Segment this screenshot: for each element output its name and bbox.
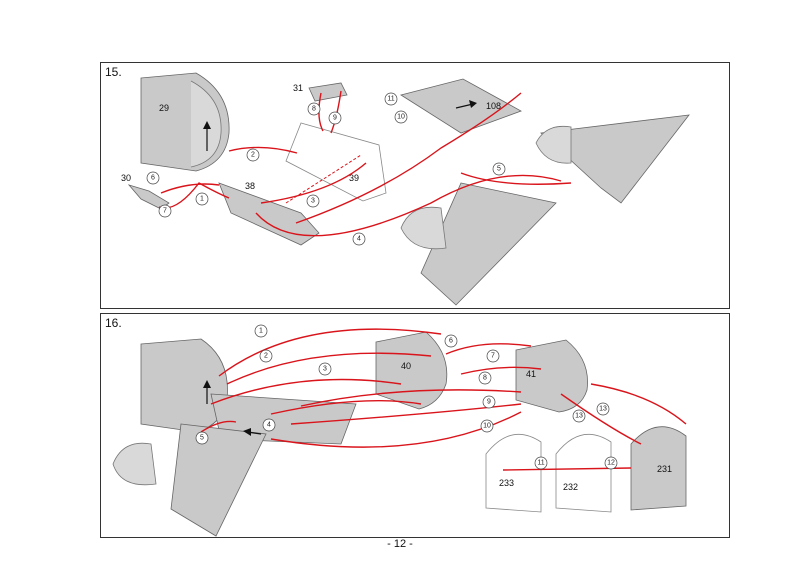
svg-text:6: 6 [151,175,155,182]
svg-text:4: 4 [357,236,361,243]
svg-text:8: 8 [483,375,487,382]
step-number: 16. [105,316,122,330]
part-label: 38 [245,181,255,191]
connector-9: 9 [482,395,496,409]
part-231: 231 [630,426,687,511]
connector-1: 1 [254,324,268,338]
connector-11: 11 [534,456,548,470]
connector-13a: 13 [572,409,586,423]
connector-9: 9 [328,111,342,125]
connector-5: 5 [195,431,209,445]
step-number: 15. [105,65,122,79]
part-label: 232 [563,482,578,492]
connector-4: 4 [352,232,366,246]
part-39: 39 [285,122,387,202]
step-16-panel: 16. 40 41 233 232 [100,313,730,538]
wing-left [400,182,557,306]
part-label: 41 [526,369,536,379]
part-label: 231 [657,464,672,474]
connector-7: 7 [486,349,500,363]
part-31: 31 [293,82,348,102]
part-label: 39 [349,173,359,183]
connector-5: 5 [492,162,506,176]
svg-text:1: 1 [259,328,263,335]
connector-10: 10 [394,110,408,124]
svg-text:1: 1 [200,196,204,203]
connector-3: 3 [318,362,332,376]
part-41: 41 [515,339,588,413]
page-number: - 12 - [387,538,413,550]
step-15-diagram: 29 30 31 38 39 108 [121,72,690,306]
wing-right [535,114,690,204]
svg-text:13: 13 [575,413,583,420]
connector-6: 6 [146,171,160,185]
part-label: 30 [121,173,131,183]
svg-text:5: 5 [200,435,204,442]
part-232: 232 [555,434,612,513]
svg-text:10: 10 [483,423,491,430]
svg-text:6: 6 [449,338,453,345]
svg-text:7: 7 [163,208,167,215]
connector-8: 8 [478,371,492,385]
svg-text:2: 2 [251,152,255,159]
connector-10: 10 [480,419,494,433]
assembly-routes [158,90,572,237]
connector-7: 7 [158,204,172,218]
connector-3: 3 [306,194,320,208]
svg-text:11: 11 [387,96,394,103]
svg-text:11: 11 [537,460,544,467]
svg-text:3: 3 [311,198,315,205]
engine-assembly [112,338,357,537]
svg-text:8: 8 [312,106,316,113]
svg-text:3: 3 [323,366,327,373]
connector-4: 4 [262,418,276,432]
svg-text:7: 7 [491,353,495,360]
connector-1: 1 [195,192,209,206]
connector-8: 8 [307,102,321,116]
part-233: 233 [485,434,542,513]
assembly-routes [200,328,687,471]
svg-text:9: 9 [487,399,491,406]
part-38: 38 [218,181,320,246]
part-29: 29 [140,72,230,172]
svg-text:13: 13 [599,406,607,413]
part-label: 31 [293,83,303,93]
svg-text:2: 2 [264,353,268,360]
connector-6: 6 [444,334,458,348]
svg-text:5: 5 [497,166,501,173]
connector-12: 12 [604,456,618,470]
svg-text:4: 4 [267,422,271,429]
part-label: 233 [499,478,514,488]
part-30: 30 [121,173,170,210]
part-108: 108 [400,78,522,134]
step-15-panel: 15. 29 30 31 38 39 [100,62,730,309]
part-40: 40 [375,331,448,410]
connector-11: 11 [384,92,398,106]
connector-2: 2 [259,349,273,363]
svg-text:9: 9 [333,115,337,122]
part-label: 108 [486,101,501,111]
svg-text:10: 10 [397,114,405,121]
part-label: 29 [159,103,169,113]
connector-2: 2 [246,148,260,162]
step-16-diagram: 40 41 233 232 231 [112,324,687,537]
connector-13b: 13 [596,402,610,416]
part-label: 40 [401,361,411,371]
svg-text:12: 12 [607,460,615,467]
